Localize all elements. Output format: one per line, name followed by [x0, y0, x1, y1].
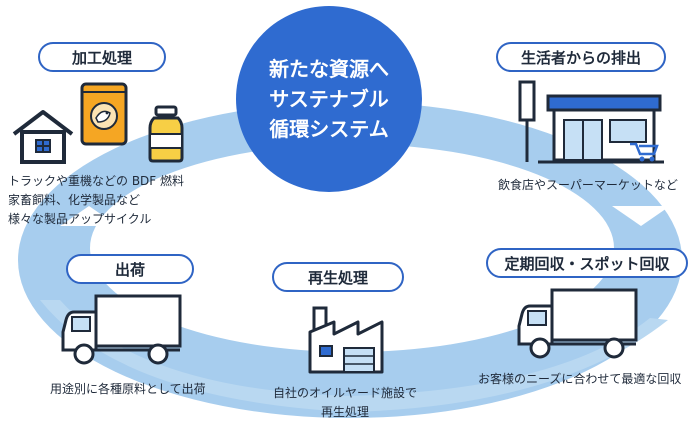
center-line-2: サステナブル — [269, 87, 389, 111]
stage-shipping-label: 出荷 — [66, 254, 194, 284]
stage-discharge-desc: 飲食店やスーパーマーケットなど — [498, 176, 678, 195]
stage-processing-desc: トラックや重機などの BDF 燃料 家畜飼料、化学製品など 様々な製品アップサイ… — [8, 172, 184, 229]
center-line-3: 循環システム — [269, 117, 389, 141]
stage-recycling-desc-2: 再生処理 — [320, 405, 369, 419]
stage-collection-desc-1: お客様のニーズに合わせて最適な回収 — [478, 372, 682, 386]
stage-shipping-desc: 用途別に各種原料として出荷 — [50, 380, 206, 399]
stage-processing-desc-1: トラックや重機などの BDF 燃料 — [8, 174, 185, 188]
truck-icon — [517, 288, 638, 359]
stage-collection-label: 定期回収・スポット回収 — [486, 248, 688, 278]
stage-recycling-desc-1: 自社のオイルヤード施設で — [272, 386, 417, 400]
ring-arrow-left — [60, 206, 118, 226]
stage-recycling-desc: 自社のオイルヤード施設で 再生処理 — [270, 384, 420, 422]
feed-bag-icon — [80, 82, 128, 146]
oil-bottle-icon — [148, 105, 184, 163]
stage-processing-desc-2: 家畜飼料、化学製品など — [8, 193, 141, 207]
center-circle: 新たな資源へ サステナブル 循環システム — [236, 6, 422, 192]
stage-collection-desc: お客様のニーズに合わせて最適な回収 — [478, 370, 681, 389]
ring-shade — [40, 300, 668, 412]
stage-recycling-label: 再生処理 — [272, 262, 404, 292]
stage-discharge-label: 生活者からの排出 — [496, 42, 666, 72]
center-line-1: 新たな資源へ — [269, 57, 389, 81]
stage-processing-label: 加工処理 — [38, 42, 166, 72]
store-icon — [518, 80, 664, 164]
ring-arrow-bottom — [286, 300, 312, 340]
ring-arrow-right — [612, 206, 670, 226]
factory-icon — [308, 306, 384, 374]
stage-processing-desc-3: 様々な製品アップサイクル — [8, 212, 152, 226]
house-icon — [12, 110, 74, 164]
ring-inner — [90, 144, 614, 352]
truck-icon — [61, 294, 182, 365]
stage-discharge-desc-1: 飲食店やスーパーマーケットなど — [498, 178, 678, 192]
stage-shipping-desc-1: 用途別に各種原料として出荷 — [50, 382, 206, 396]
